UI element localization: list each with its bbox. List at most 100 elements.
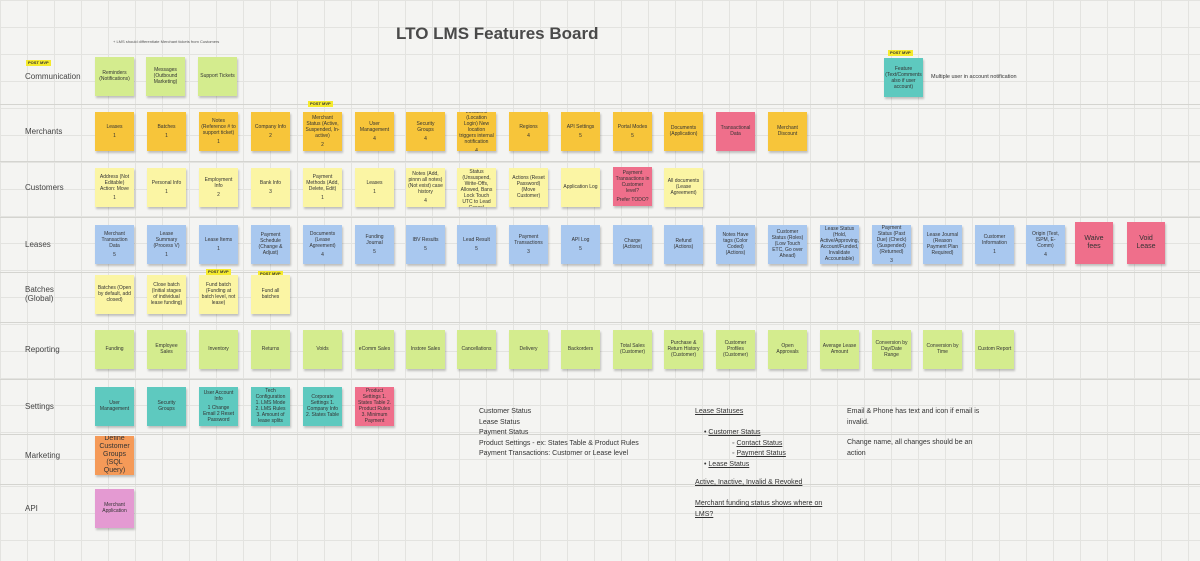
post-mvp-tag: POST MVP: [26, 60, 51, 66]
sticky-note[interactable]: Payment Transactions in Customer level?P…: [613, 167, 652, 206]
sticky-priority: 1: [165, 132, 168, 139]
sticky-note[interactable]: Customer Status (Roles) (Low Touch ETC, …: [768, 224, 807, 264]
sticky-note[interactable]: Refund (Actions): [664, 224, 703, 264]
sticky-priority: 1: [113, 132, 116, 139]
sticky-note[interactable]: Notes Have tags (Color Coded) (Actions): [716, 224, 755, 264]
sticky-note[interactable]: Origin (Test, ISPM, E-Comm)4: [1026, 224, 1065, 264]
sticky-note[interactable]: Average Lease Amount: [820, 329, 859, 369]
active-statuses-line[interactable]: Active, Inactive, Invalid & Revoked: [695, 479, 803, 486]
sticky-note[interactable]: User Management: [95, 386, 134, 426]
sticky-note[interactable]: Documents (Lease Agreement)4: [303, 224, 342, 264]
sticky-note[interactable]: Product Settings 1. States Table 2. Prod…: [355, 386, 394, 426]
sticky-title: Cancellations: [461, 346, 492, 352]
sticky-note[interactable]: Reminders (Notifications): [95, 56, 134, 96]
sticky-note[interactable]: Close batch (Initial stages of individua…: [147, 274, 186, 314]
sticky-note[interactable]: Notes (Reference # to support ticket)1: [199, 111, 238, 151]
sticky-note[interactable]: Voids: [303, 329, 342, 369]
sticky-priority: 1: [217, 245, 220, 252]
sticky-note[interactable]: Lease Items 1: [199, 224, 238, 264]
sticky-note[interactable]: Customer Profiles (Customer): [716, 329, 755, 369]
sticky-note[interactable]: Documents (Application): [664, 111, 703, 151]
lease-status-item: • Lease Status: [704, 460, 750, 468]
sticky-note[interactable]: Funding: [95, 329, 134, 369]
sticky-note[interactable]: Cancellations: [457, 329, 496, 369]
sticky-note[interactable]: Returns: [251, 329, 290, 369]
sticky-note[interactable]: Custom Report: [975, 329, 1014, 369]
sticky-note[interactable]: Locations (Location Login) New location …: [457, 111, 496, 151]
sticky-note[interactable]: Inventory: [199, 329, 238, 369]
sticky-note[interactable]: Void Lease: [1127, 222, 1165, 264]
sticky-note[interactable]: Employee Sales: [147, 329, 186, 369]
sticky-note[interactable]: Payment Status (Past Due) (Check) (Suspe…: [872, 224, 911, 264]
sticky-note[interactable]: Feature (Text/Comments also if user acco…: [884, 58, 923, 97]
post-mvp-note: Multiple user in account notification: [931, 74, 1017, 80]
sticky-note[interactable]: Fund all batches: [251, 274, 290, 314]
sticky-note[interactable]: Merchant Status (Active, Suspended, In-a…: [303, 111, 342, 151]
sticky-note[interactable]: Lease Status (Hold, Active/Approving, Ac…: [820, 224, 859, 264]
sticky-note[interactable]: Batches (Open by default, add closed): [95, 274, 134, 314]
sticky-note[interactable]: Customer Status (Unsuspend, Write-Offs, …: [457, 167, 496, 207]
sticky-note[interactable]: Purchase & Return History (Customer): [664, 329, 703, 369]
sticky-note[interactable]: eComm Sales: [355, 329, 394, 369]
sticky-note[interactable]: Payment Methods (Add, Delete, Edit)1: [303, 167, 342, 207]
sticky-note[interactable]: Corporate Settings 1. Company Info 2. St…: [303, 386, 342, 426]
lease-statuses-title[interactable]: Lease Statuses: [695, 408, 744, 415]
sticky-note[interactable]: Security Groups: [147, 386, 186, 426]
sticky-note[interactable]: Notes (Add, pinnn all notes) (Not exist)…: [406, 167, 445, 207]
sticky-title: Delivery: [519, 346, 538, 352]
sticky-note[interactable]: Fund batch (Funding at batch level, not …: [199, 274, 238, 314]
sticky-note[interactable]: Tech Configuration 1. LMS Mode 2. LMS Ru…: [251, 386, 290, 426]
sticky-note[interactable]: Charge (Actions): [613, 224, 652, 264]
sticky-title: Documents (Application): [669, 125, 698, 137]
funding-note[interactable]: Merchant funding status shows where on L…: [695, 500, 823, 518]
sticky-note[interactable]: Waive fees: [1075, 222, 1113, 264]
sticky-note[interactable]: Support Tickets: [198, 56, 237, 96]
sticky-note[interactable]: Messages (Outbound Marketing): [146, 56, 185, 96]
sticky-note[interactable]: Transactional Data: [716, 111, 755, 151]
sticky-note[interactable]: All documents (Lease Agreement): [664, 167, 703, 207]
sticky-note[interactable]: Delivery: [509, 329, 548, 369]
sticky-priority: 2: [269, 132, 272, 139]
sticky-note[interactable]: Actions (Reset Password) (Move Customer): [509, 167, 548, 207]
sticky-note[interactable]: Open Approvals: [768, 329, 807, 369]
row-label: Settings: [25, 401, 54, 411]
sticky-title: Charge (Actions): [622, 238, 643, 250]
sticky-note[interactable]: Lease Journal (Reason Payment Plan Requi…: [923, 224, 962, 264]
sticky-title: Lease Items: [204, 236, 233, 243]
sticky-title: Close batch (Initial stages of individua…: [150, 282, 183, 306]
sticky-note[interactable]: Application Log: [561, 167, 600, 207]
sticky-note[interactable]: Backorders: [561, 329, 600, 369]
sticky-note[interactable]: Merchant Application: [95, 488, 134, 528]
sticky-note[interactable]: Conversion by Day/Date Range: [872, 329, 911, 369]
sticky-note[interactable]: Payment Schedule (Change & Adjust): [251, 224, 290, 264]
sticky-note[interactable]: Instore Sales: [406, 329, 445, 369]
sticky-note[interactable]: Define Customer Groups (SQL Query): [95, 435, 134, 475]
sticky-note[interactable]: Merchant Discount: [768, 111, 807, 151]
sticky-note[interactable]: Lease Summary (Process V)1: [147, 224, 186, 264]
sticky-title: Lease Journal (Reason Payment Plan Requi…: [926, 232, 959, 256]
sticky-note[interactable]: Total Sales (Customer): [613, 329, 652, 369]
sticky-title: Customer Status (Unsuspend, Write-Offs, …: [460, 168, 493, 207]
sticky-note[interactable]: Conversion by Time: [923, 329, 962, 369]
